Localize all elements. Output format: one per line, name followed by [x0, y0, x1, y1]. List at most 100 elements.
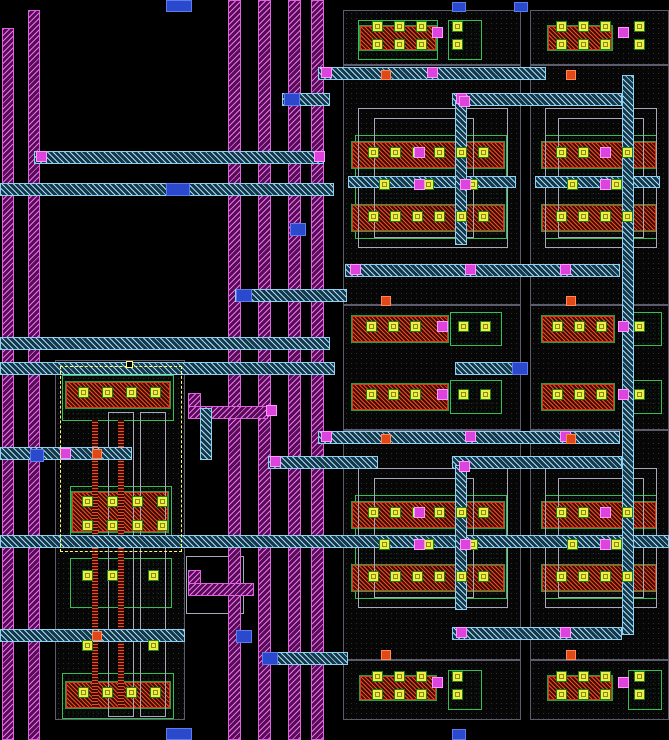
contact[interactable] — [366, 321, 377, 332]
via[interactable] — [414, 179, 425, 190]
contact[interactable] — [150, 687, 161, 698]
contact[interactable] — [634, 39, 645, 50]
metal3-pad[interactable] — [512, 362, 528, 375]
via[interactable] — [465, 431, 476, 442]
contact[interactable] — [372, 21, 383, 32]
contact[interactable] — [574, 389, 585, 400]
contact[interactable] — [132, 520, 143, 531]
poly-gate-bar[interactable] — [541, 204, 657, 232]
contact[interactable] — [434, 507, 445, 518]
contact[interactable] — [410, 389, 421, 400]
contact[interactable] — [416, 21, 427, 32]
contact[interactable] — [556, 211, 567, 222]
poly-contact[interactable] — [92, 449, 102, 459]
poly-gate-bar[interactable] — [541, 141, 657, 169]
contact[interactable] — [552, 389, 563, 400]
metal2-wire[interactable] — [455, 465, 467, 610]
poly-contact[interactable] — [92, 631, 102, 641]
via[interactable] — [414, 147, 425, 158]
contact[interactable] — [611, 179, 622, 190]
via[interactable] — [560, 627, 571, 638]
via[interactable] — [437, 389, 448, 400]
metal3-pad[interactable] — [452, 2, 466, 12]
contact[interactable] — [452, 689, 463, 700]
metal3-pad[interactable] — [262, 652, 278, 665]
contact[interactable] — [416, 39, 427, 50]
metal3-pad[interactable] — [166, 0, 192, 12]
via[interactable] — [465, 264, 476, 275]
contact[interactable] — [126, 387, 137, 398]
contact[interactable] — [611, 539, 622, 550]
poly-contact[interactable] — [381, 650, 391, 660]
contact[interactable] — [388, 321, 399, 332]
contact[interactable] — [578, 671, 589, 682]
via[interactable] — [270, 456, 281, 467]
contact[interactable] — [634, 689, 645, 700]
metal2-wire[interactable] — [0, 362, 335, 375]
contact[interactable] — [78, 387, 89, 398]
via[interactable] — [600, 179, 611, 190]
contact[interactable] — [578, 507, 589, 518]
contact[interactable] — [556, 671, 567, 682]
contact[interactable] — [600, 21, 611, 32]
contact[interactable] — [394, 39, 405, 50]
contact[interactable] — [82, 496, 93, 507]
contact[interactable] — [556, 507, 567, 518]
contact[interactable] — [596, 389, 607, 400]
metal2-wire[interactable] — [0, 535, 669, 548]
contact[interactable] — [622, 571, 633, 582]
metal2-wire[interactable] — [0, 337, 330, 350]
contact[interactable] — [556, 21, 567, 32]
contact[interactable] — [78, 687, 89, 698]
contact[interactable] — [634, 389, 645, 400]
via[interactable] — [618, 677, 629, 688]
via[interactable] — [314, 151, 325, 162]
contact[interactable] — [556, 689, 567, 700]
metal2-wire[interactable] — [200, 408, 212, 460]
metal3-pad[interactable] — [452, 729, 466, 740]
contact[interactable] — [578, 147, 589, 158]
contact[interactable] — [556, 147, 567, 158]
contact[interactable] — [416, 671, 427, 682]
metal2-wire[interactable] — [235, 289, 347, 302]
contact[interactable] — [567, 539, 578, 550]
metal1-rail[interactable] — [2, 28, 14, 740]
metal3-pad[interactable] — [166, 183, 190, 196]
metal2-wire[interactable] — [345, 264, 620, 277]
contact[interactable] — [394, 671, 405, 682]
via[interactable] — [36, 151, 47, 162]
via[interactable] — [414, 507, 425, 518]
metal2-wire[interactable] — [268, 456, 378, 469]
contact[interactable] — [478, 507, 489, 518]
contact[interactable] — [578, 39, 589, 50]
contact[interactable] — [478, 571, 489, 582]
via[interactable] — [560, 264, 571, 275]
contact[interactable] — [634, 21, 645, 32]
via[interactable] — [321, 67, 332, 78]
contact[interactable] — [622, 211, 633, 222]
metal2-wire[interactable] — [452, 456, 622, 469]
metal1-rail[interactable] — [188, 583, 254, 596]
poly-gate-bar[interactable] — [351, 383, 449, 411]
via[interactable] — [414, 539, 425, 550]
contact[interactable] — [390, 211, 401, 222]
contact[interactable] — [82, 640, 93, 651]
contact[interactable] — [82, 570, 93, 581]
poly-contact[interactable] — [566, 434, 576, 444]
via[interactable] — [266, 405, 277, 416]
via[interactable] — [600, 507, 611, 518]
contact[interactable] — [578, 571, 589, 582]
contact[interactable] — [107, 520, 118, 531]
contact[interactable] — [556, 571, 567, 582]
contact[interactable] — [372, 689, 383, 700]
contact[interactable] — [578, 211, 589, 222]
contact[interactable] — [82, 520, 93, 531]
contact[interactable] — [390, 507, 401, 518]
contact[interactable] — [390, 147, 401, 158]
metal3-pad[interactable] — [514, 2, 528, 12]
contact[interactable] — [600, 39, 611, 50]
selection-handle[interactable] — [126, 361, 133, 368]
via[interactable] — [321, 431, 332, 442]
contact[interactable] — [452, 21, 463, 32]
contact[interactable] — [600, 689, 611, 700]
